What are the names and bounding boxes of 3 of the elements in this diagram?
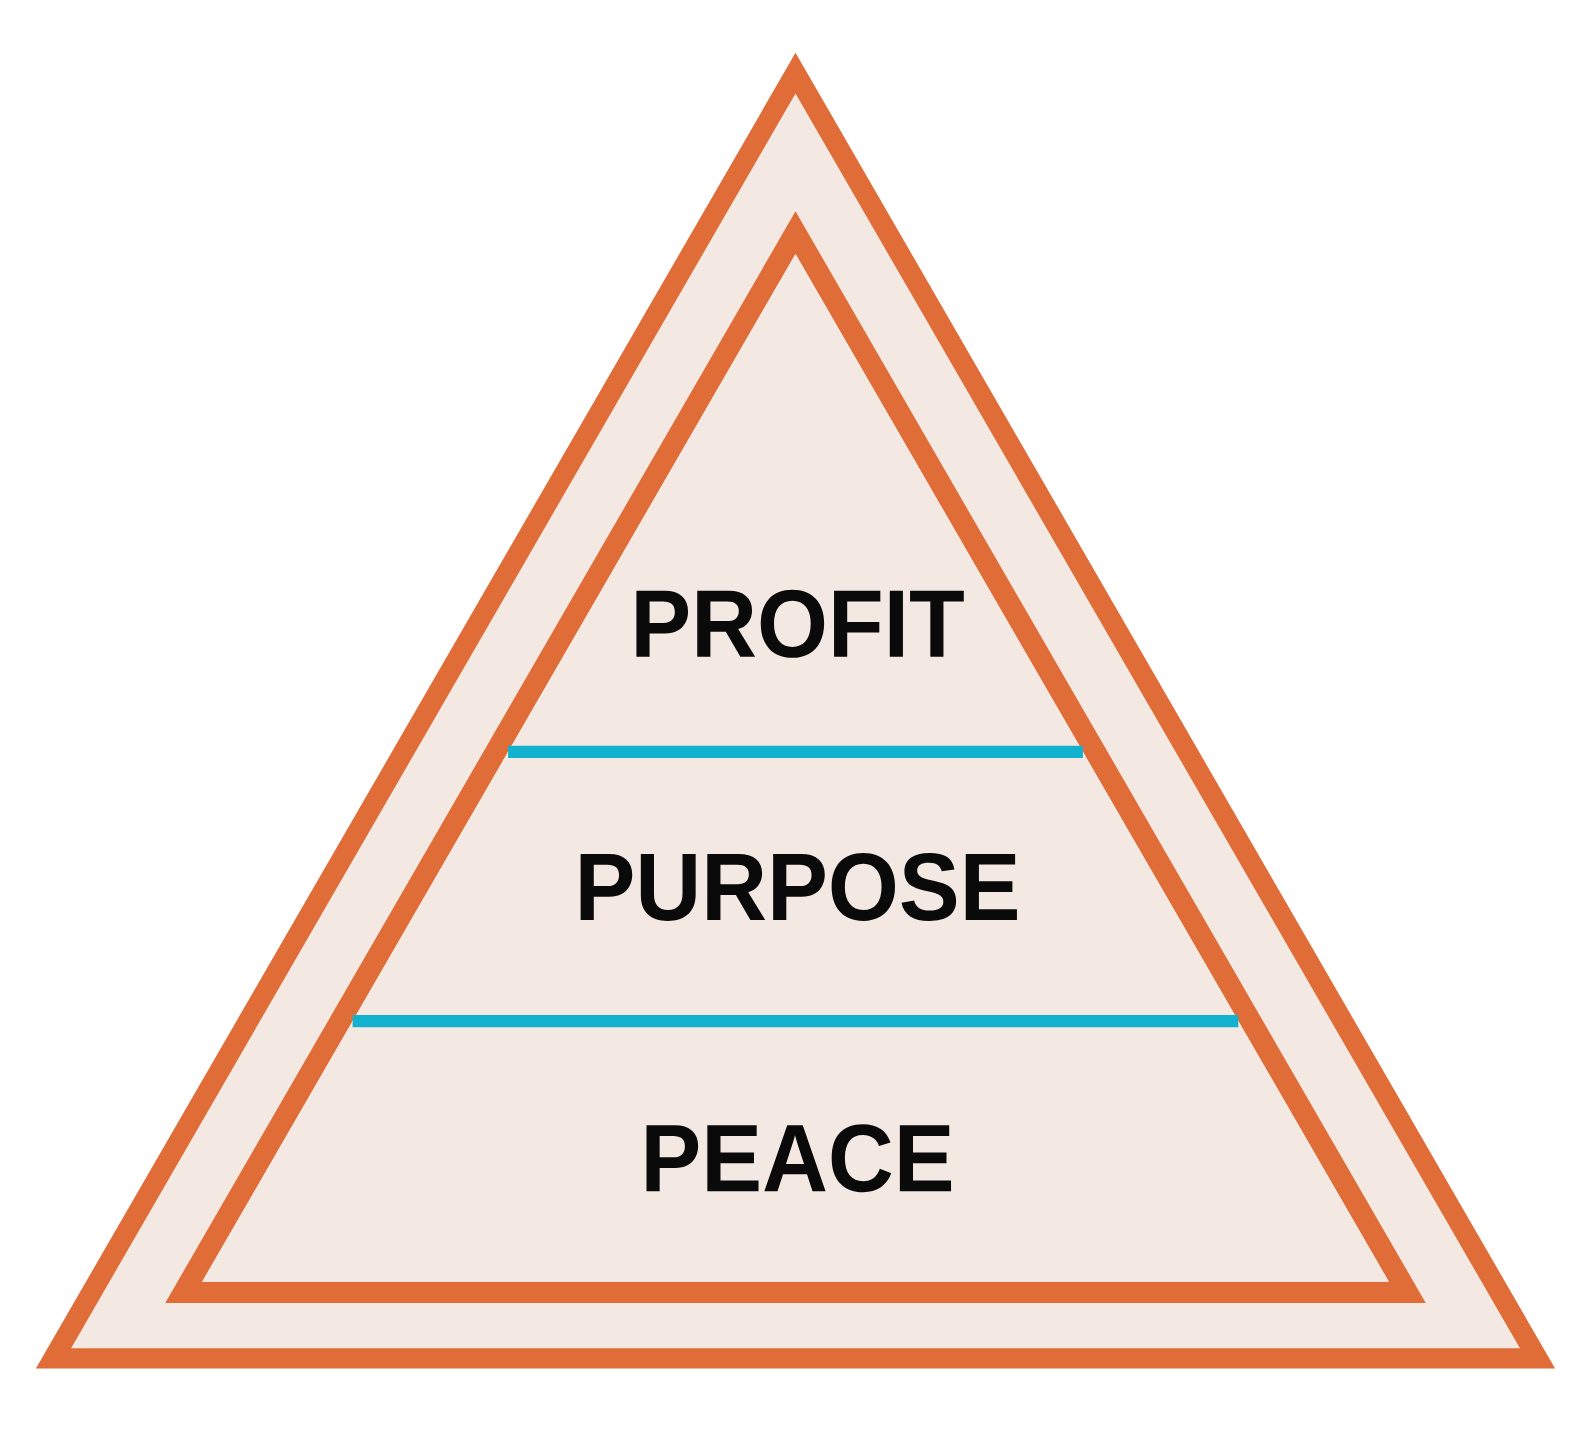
pyramid-tier: PURPOSE	[352, 752, 1239, 1022]
pyramid-tier: PEACE	[202, 1021, 1389, 1282]
pyramid-tier: PROFIT	[508, 254, 1083, 752]
